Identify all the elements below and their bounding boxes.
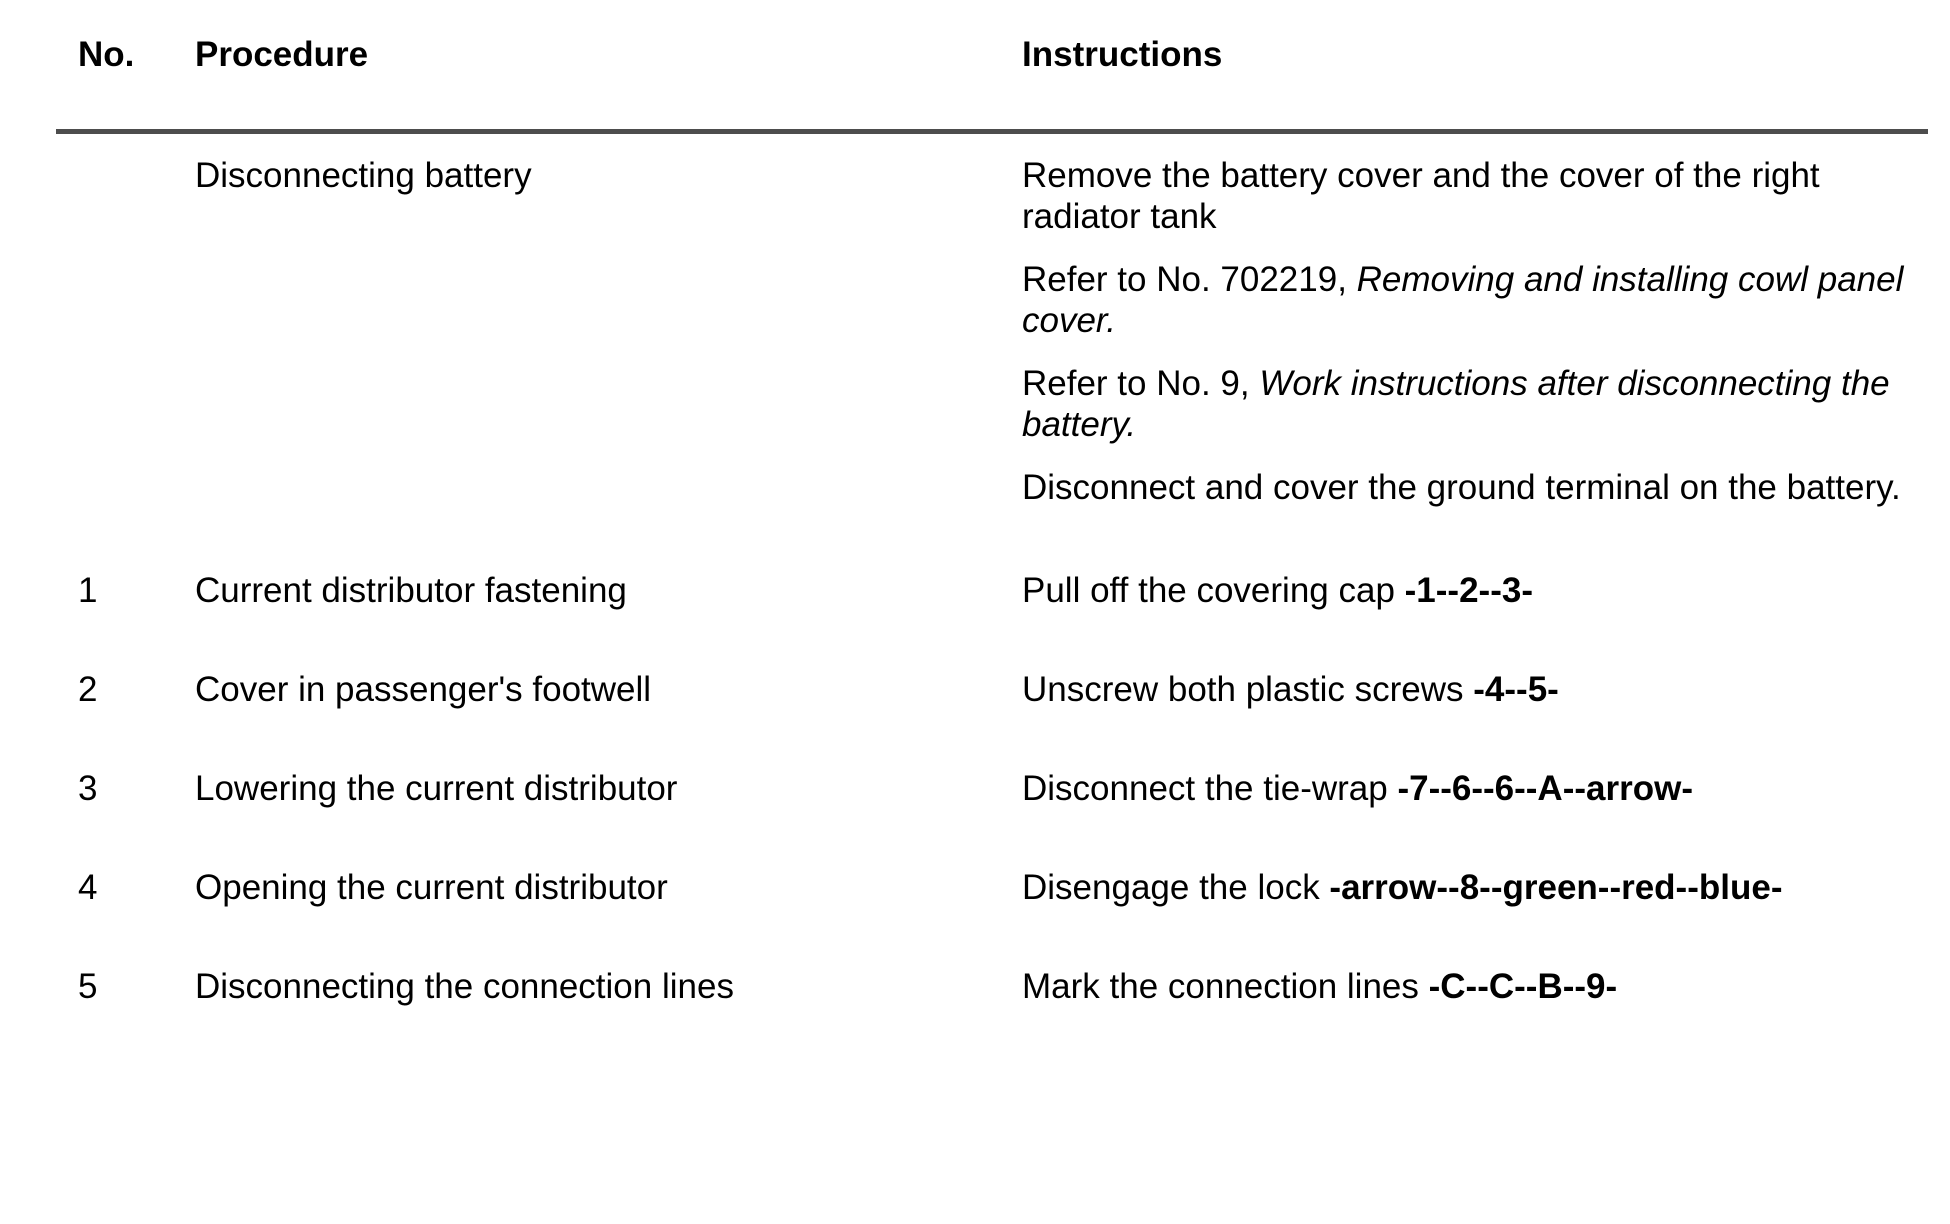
cell-instructions: Mark the connection lines -C--C--B--9-: [966, 909, 1928, 1008]
cell-instructions: Pull off the covering cap -1--2--3-: [966, 509, 1928, 612]
cell-procedure: Disconnecting the connection lines: [195, 966, 734, 1006]
instruction-callout-refs: -C--C--B--9-: [1428, 966, 1618, 1006]
instruction-paragraph: Disconnect and cover the ground terminal…: [1022, 468, 1922, 509]
cell-instructions: Disengage the lock -arrow--8--green--red…: [966, 810, 1928, 909]
column-header-instructions: Instructions: [1022, 35, 1223, 74]
column-header-no: No.: [78, 35, 135, 74]
instruction-reference-title: Work instructions after disconnecting th…: [1022, 364, 1890, 444]
instruction-text: Unscrew both plastic screws: [1022, 669, 1474, 709]
table-row-intro: Disconnecting battery Remove the battery …: [56, 134, 1928, 509]
instruction-paragraph: Disconnect the tie-wrap -7--6--6--A--arr…: [1022, 769, 1922, 810]
cell-procedure: Current distributor fastening: [195, 570, 627, 610]
cell-no: [56, 134, 176, 509]
instruction-paragraph: Refer to No. 9, Work instructions after …: [1022, 364, 1922, 446]
instruction-text: Disconnect and cover the ground terminal…: [1022, 467, 1901, 507]
column-header-procedure: Procedure: [195, 35, 369, 74]
instruction-reference-title: Removing and installing cowl panel cover…: [1022, 260, 1904, 341]
cell-no: 3: [78, 768, 98, 808]
cell-no: 1: [78, 570, 98, 610]
instruction-text: Mark the connection lines: [1022, 966, 1429, 1006]
cell-no: 2: [78, 669, 98, 709]
cell-procedure: Disconnecting battery: [195, 156, 532, 196]
instruction-text: Disconnect the tie-wrap: [1022, 768, 1398, 808]
instruction-text: Disengage the lock: [1022, 867, 1330, 907]
cell-procedure: Lowering the current distributor: [195, 768, 678, 808]
instruction-text: Remove the battery cover and the cover o…: [1022, 156, 1820, 237]
cell-instructions: Unscrew both plastic screws -4--5-: [966, 612, 1928, 711]
instruction-text: Refer to No. 702219,: [1022, 260, 1357, 300]
instruction-callout-refs: -1--2--3-: [1404, 570, 1533, 610]
header-divider: [56, 129, 1928, 135]
cell-instructions: Remove the battery cover and the cover o…: [966, 134, 1928, 509]
cell-procedure: Cover in passenger's footwell: [195, 669, 652, 709]
header-rule-cell: [56, 129, 1928, 135]
table-row: 1 Current distributor fastening Pull off t…: [56, 509, 1928, 612]
instruction-paragraph: Refer to No. 702219, Removing and instal…: [1022, 260, 1922, 342]
instruction-paragraph: Pull off the covering cap -1--2--3-: [1022, 571, 1922, 612]
table-row: 2 Cover in passenger's footwell Unscrew bo…: [56, 612, 1928, 711]
instruction-callout-refs: -4--5-: [1473, 669, 1559, 709]
instruction-callout-refs: -7--6--6--A--arrow-: [1397, 768, 1693, 808]
instruction-text: Refer to No. 9,: [1022, 364, 1260, 404]
instruction-paragraph: Remove the battery cover and the cover o…: [1022, 156, 1922, 238]
table-header: No. Procedure Instructions: [56, 34, 1928, 135]
header-rule-row: [56, 129, 1928, 135]
cell-no: 5: [78, 966, 98, 1006]
instruction-callout-refs: -arrow--8--green--red--blue-: [1329, 867, 1783, 907]
instruction-paragraph: Disengage the lock -arrow--8--green--red…: [1022, 868, 1922, 909]
header-row: No. Procedure Instructions: [56, 34, 1928, 129]
instruction-paragraph: Mark the connection lines -C--C--B--9-: [1022, 967, 1922, 1008]
cell-no: 4: [78, 867, 98, 907]
cell-procedure: Opening the current distributor: [195, 867, 668, 907]
table-row: 5 Disconnecting the connection lines Mark …: [56, 909, 1928, 1008]
instruction-paragraph: Unscrew both plastic screws -4--5-: [1022, 670, 1922, 711]
table-row: 4 Opening the current distributor Disengag…: [56, 810, 1928, 909]
cell-instructions: Disconnect the tie-wrap -7--6--6--A--arr…: [966, 711, 1928, 810]
table-body: Disconnecting battery Remove the battery …: [56, 134, 1928, 1007]
table-row: 3 Lowering the current distributor Disconn…: [56, 711, 1928, 810]
instruction-text: Pull off the covering cap: [1022, 570, 1405, 610]
procedure-table: No. Procedure Instructions Disconnecting…: [56, 34, 1928, 1008]
